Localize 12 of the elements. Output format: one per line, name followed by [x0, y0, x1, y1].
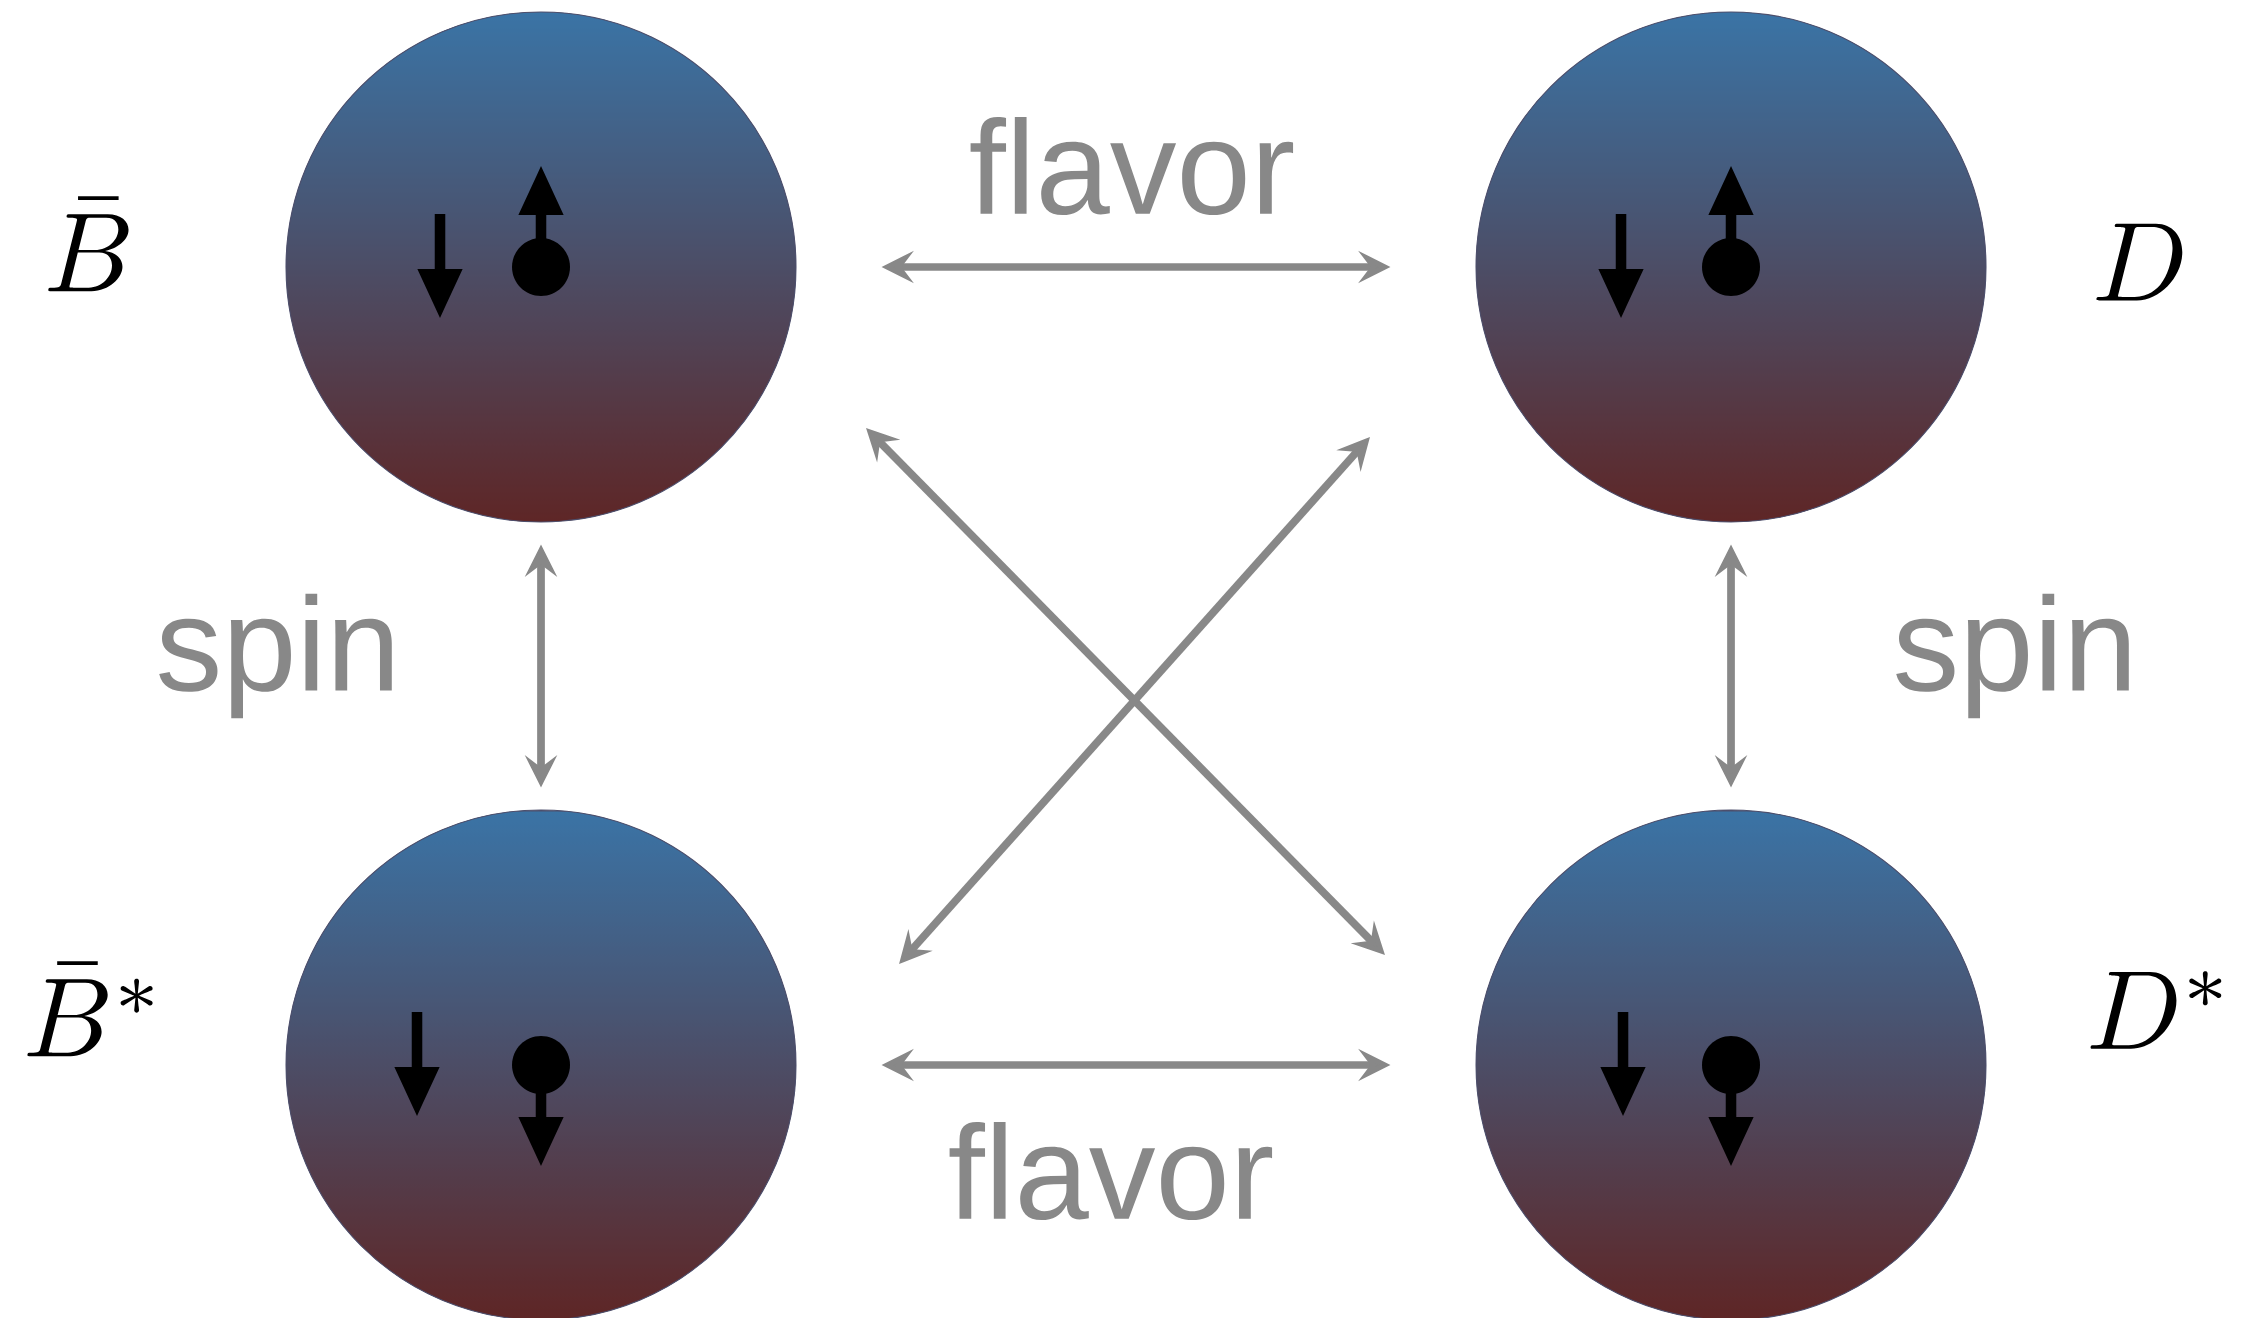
particle-label: $D$ — [2096, 223, 2183, 301]
edge-label: spin — [159, 593, 392, 719]
particle-circle — [285, 809, 797, 1318]
particle-circle — [1475, 11, 1987, 523]
particle-label: $D^{*}$ — [2090, 971, 2222, 1049]
particle-label: $\bar{B}$ — [48, 196, 129, 292]
edge-label: spin — [1896, 593, 2129, 719]
edge-label: flavor — [970, 116, 1294, 216]
particle-circle — [285, 11, 797, 523]
edge-label: flavor — [949, 1121, 1273, 1221]
particle-circle — [1475, 809, 1987, 1318]
particle-label: $\bar{B}^{*}$ — [27, 961, 153, 1057]
